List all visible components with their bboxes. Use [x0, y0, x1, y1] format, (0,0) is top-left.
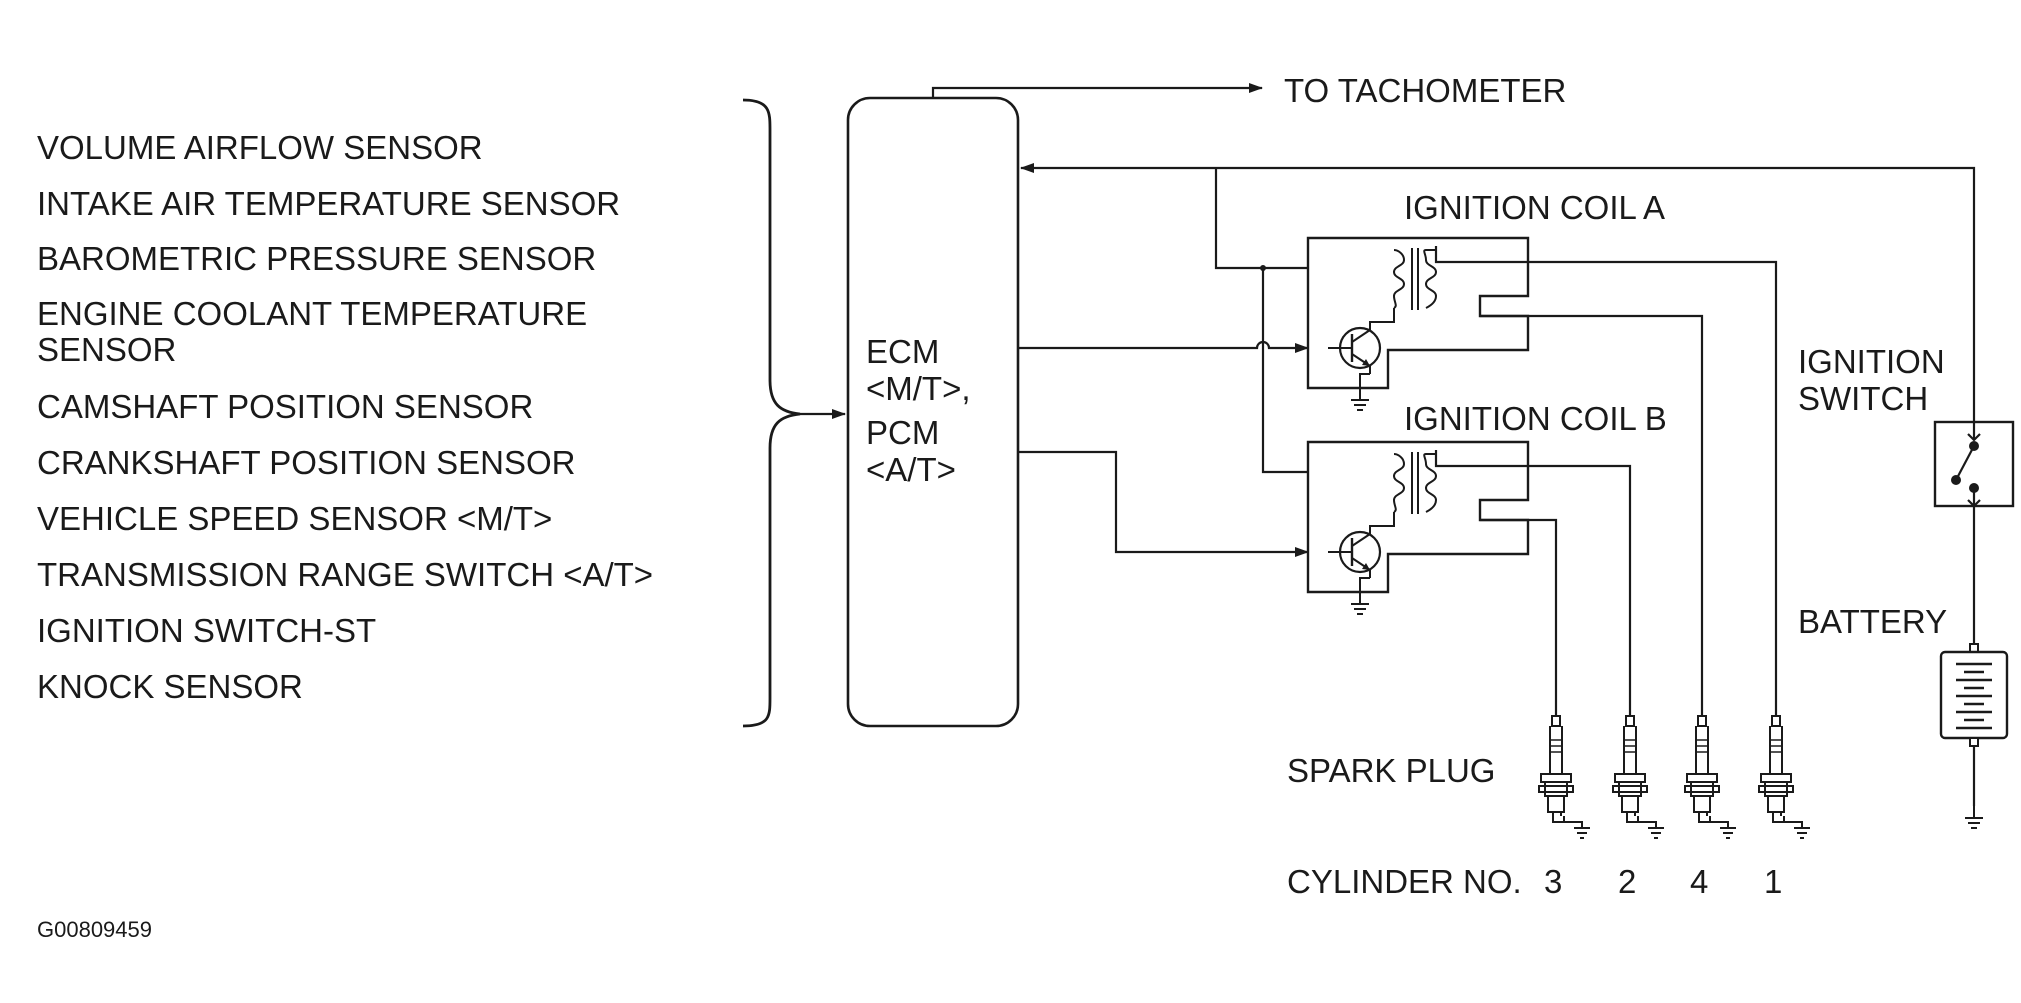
input-intake-air-temperature-sensor: INTAKE AIR TEMPERATURE SENSOR [37, 185, 620, 222]
input-volume-airflow-sensor: VOLUME AIRFLOW SENSOR [37, 129, 483, 166]
ignition-switch-icon [1933, 420, 2015, 508]
junction-dot [1260, 265, 1266, 271]
power-feed-to-ecm [1020, 163, 1976, 422]
ecm-mt-label: <M/T>, [866, 370, 971, 407]
ignition-coil-a-label: IGNITION COIL A [1404, 189, 1665, 226]
input-vehicle-speed-sensor: VEHICLE SPEED SENSOR <M/T> [37, 500, 552, 537]
spark-plug-cyl-4 [1684, 715, 1737, 839]
ignition-coil-b-label: IGNITION COIL B [1404, 400, 1667, 437]
ignition-coil-a [1306, 236, 1530, 390]
coil-a-ground-icon [1350, 387, 1370, 411]
input-engine-coolant-temperature-line2: SENSOR [37, 331, 176, 368]
power-branch-to-coil-b [1261, 268, 1308, 474]
input-crankshaft-position-sensor: CRANKSHAFT POSITION SENSOR [37, 444, 575, 481]
ecm-trigger-coil-a [1018, 340, 1309, 353]
coil-b-ground-icon [1350, 591, 1370, 615]
cylinder-number-4: 4 [1690, 863, 1708, 900]
ecm-trigger-coil-b [1018, 450, 1309, 557]
cylinder-number-2: 2 [1618, 863, 1636, 900]
ignition-coil-b [1306, 440, 1530, 594]
figure-code: G00809459 [37, 917, 152, 942]
ignition-switch-label-line2: SWITCH [1798, 380, 1928, 417]
cylinder-number-3: 3 [1544, 863, 1562, 900]
ignition-switch-label-line1: IGNITION [1798, 343, 1945, 380]
coil-a-hv-to-plug-4 [1480, 314, 1704, 716]
cylinder-label: CYLINDER NO. [1287, 863, 1522, 900]
spark-plug-cyl-1 [1758, 715, 1811, 839]
input-brace [742, 98, 801, 728]
pcm-label: PCM [866, 414, 939, 451]
spark-plug-cyl-2 [1612, 715, 1665, 839]
tachometer-wire [931, 83, 1263, 98]
battery-icon [1939, 643, 2009, 747]
input-transmission-range-switch: TRANSMISSION RANGE SWITCH <A/T> [37, 556, 653, 593]
ecm-pcm-box [846, 96, 1020, 728]
input-engine-coolant-temperature-line1: ENGINE COOLANT TEMPERATURE [37, 295, 587, 332]
tachometer-label: TO TACHOMETER [1284, 72, 1566, 109]
input-camshaft-position-sensor: CAMSHAFT POSITION SENSOR [37, 388, 533, 425]
coil-b-hv-to-plug-3 [1480, 518, 1558, 716]
input-knock-sensor: KNOCK SENSOR [37, 668, 303, 705]
power-branch-to-coils [1214, 168, 1308, 270]
battery-label: BATTERY [1798, 603, 1947, 640]
input-sensor-list: VOLUME AIRFLOW SENSOR INTAKE AIR TEMPERA… [37, 129, 653, 705]
input-barometric-pressure-sensor: BAROMETRIC PRESSURE SENSOR [37, 240, 596, 277]
coil-a-hv-to-plug-1 [1434, 246, 1778, 716]
spark-plug-cyl-3 [1538, 715, 1591, 839]
cylinder-number-1: 1 [1764, 863, 1782, 900]
spark-plug-label: SPARK PLUG [1287, 752, 1495, 789]
pcm-at-label: <A/T> [866, 451, 956, 488]
ecm-label: ECM [866, 333, 939, 370]
coil-b-hv-to-plug-2 [1434, 450, 1632, 716]
battery-ground-icon [1964, 805, 1984, 829]
input-ignition-switch-st: IGNITION SWITCH-ST [37, 612, 376, 649]
